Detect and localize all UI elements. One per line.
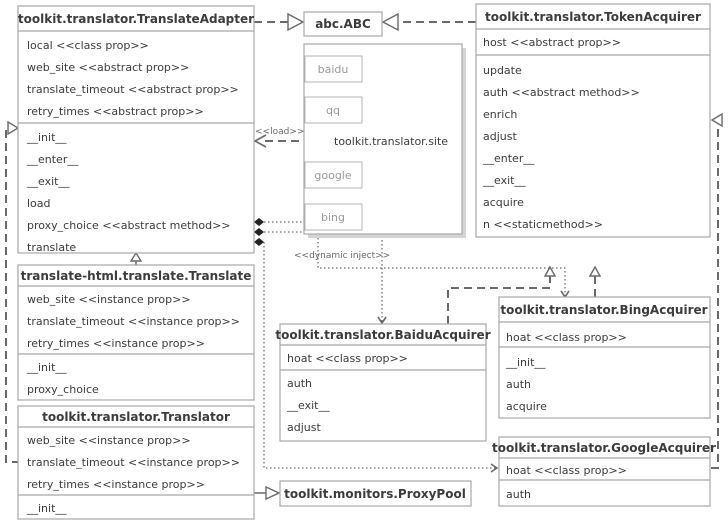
edge-inject-google [260, 241, 497, 469]
connectors: <<load>> <<dynamic inject>> [5, 12, 723, 501]
method-acquire: acquire [483, 196, 524, 209]
composition-diamond-1 [254, 218, 264, 226]
site-item-baidu-label: baidu [318, 63, 349, 76]
method-auth: auth [287, 377, 312, 390]
arrowhead-token-google [710, 112, 723, 128]
class-box [303, 11, 383, 37]
class-translator[interactable]: toolkit.translator.Translator web_site <… [17, 405, 255, 520]
class-box [279, 480, 472, 507]
method-auth: auth <<abstract method>> [483, 86, 640, 99]
site-item-qq[interactable] [304, 96, 363, 124]
arrowhead-token-bing [588, 265, 602, 277]
class-token-acquirer[interactable]: toolkit.translator.TokenAcquirer host <<… [475, 3, 711, 238]
arrowhead-proxypool [265, 485, 281, 501]
arrowhead-load [253, 134, 267, 148]
method-auth: auth [506, 488, 531, 501]
class-title: toolkit.translator.BaiduAcquirer [275, 328, 490, 342]
class-translate-html[interactable]: translate-html.translate.Translate web_s… [17, 264, 255, 401]
arrowhead-token-baidu [543, 265, 557, 277]
class-title: abc.ABC [315, 17, 371, 31]
class-proxy-pool[interactable]: toolkit.monitors.ProxyPool [279, 480, 472, 507]
method-auth: auth [506, 378, 531, 391]
site-item-google-label: google [314, 169, 351, 182]
class-abc[interactable]: abc.ABC [303, 11, 383, 37]
class-google-acquirer[interactable]: toolkit.translator.GoogleAcquirer hoat <… [492, 436, 716, 507]
prop-translate-timeout: translate_timeout <<instance prop>> [27, 456, 240, 469]
arrowhead-abc-right [381, 12, 399, 32]
method-init: __init__ [26, 502, 67, 515]
class-box [498, 296, 711, 419]
class-title: toolkit.monitors.ProxyPool [284, 487, 466, 501]
class-box [475, 3, 711, 238]
prop-hoat: hoat <<class prop>> [506, 331, 627, 344]
prop-web-site: web_site <<instance prop>> [27, 434, 191, 447]
class-box [17, 264, 255, 401]
method-adjust: adjust [287, 421, 321, 434]
method-enrich: enrich [483, 108, 517, 121]
class-title: toolkit.translator.Translator [42, 410, 230, 424]
method-proxy-choice: proxy_choice <<abstract method>> [27, 219, 231, 232]
class-title: toolkit.translator.TranslateAdapter [18, 12, 254, 26]
method-exit: __exit__ [286, 399, 330, 412]
class-baidu-acquirer[interactable]: toolkit.translator.BaiduAcquirer hoat <<… [275, 323, 491, 442]
prop-retry-times: retry_times <<abstract prop>> [27, 105, 204, 118]
class-translate-adapter[interactable]: toolkit.translator.TranslateAdapter loca… [17, 5, 255, 254]
method-proxy-choice: proxy_choice [27, 383, 99, 396]
site-item-google[interactable] [304, 161, 363, 189]
edge-baidu-token [447, 276, 551, 324]
method-update: update [483, 64, 522, 77]
site-item-qq-label: qq [326, 104, 340, 117]
module-site[interactable]: baidu qq toolkit.translator.site google … [303, 43, 466, 238]
class-title: toolkit.translator.GoogleAcquirer [492, 441, 716, 455]
prop-translate-timeout: translate_timeout <<instance prop>> [27, 315, 240, 328]
class-title: toolkit.translator.TokenAcquirer [485, 10, 701, 24]
arrowhead-translate-adapter [129, 251, 143, 262]
prop-web-site: web_site <<instance prop>> [27, 293, 191, 306]
class-title: toolkit.translator.BingAcquirer [500, 303, 707, 317]
method-init: __init__ [26, 361, 67, 374]
method-exit: __exit__ [26, 175, 70, 188]
method-load: load [27, 197, 51, 210]
class-box [17, 405, 255, 520]
prop-local: local <<class prop>> [27, 39, 149, 52]
edge-inject-baidu [260, 221, 383, 323]
load-label: <<load>> [255, 127, 304, 137]
method-init: __init__ [505, 356, 546, 369]
method-exit: __exit__ [482, 174, 526, 187]
method-n: n <<staticmethod>> [483, 218, 603, 231]
prop-translate-timeout: translate_timeout <<abstract prop>> [27, 83, 239, 96]
site-item-bing[interactable] [304, 203, 363, 231]
composition-diamond-2 [254, 228, 264, 236]
method-acquire: acquire [506, 400, 547, 413]
prop-hoat: hoat <<class prop>> [287, 352, 408, 365]
class-box [17, 5, 255, 254]
class-box [498, 436, 711, 507]
prop-web-site: web_site <<abstract prop>> [27, 61, 189, 74]
prop-retry-times: retry_times <<instance prop>> [27, 478, 205, 491]
site-label: toolkit.translator.site [334, 135, 448, 148]
prop-hoat: hoat <<class prop>> [506, 464, 627, 477]
class-title: translate-html.translate.Translate [21, 269, 252, 283]
site-item-baidu[interactable] [304, 55, 363, 83]
dynamic-inject-label: <<dynamic inject>> [294, 251, 390, 261]
class-bing-acquirer[interactable]: toolkit.translator.BingAcquirer hoat <<c… [498, 296, 711, 419]
arrowhead-abc-left [287, 12, 305, 32]
class-box [279, 323, 487, 442]
prop-host: host <<abstract prop>> [483, 36, 621, 49]
arrowhead-inject-baidu [377, 316, 387, 325]
method-init: __init__ [26, 131, 67, 144]
method-adjust: adjust [483, 130, 517, 143]
method-translate: translate [27, 241, 76, 254]
composition-diamond-3 [254, 238, 264, 246]
arrowhead-translator-adapter [7, 120, 20, 136]
method-enter: __enter__ [26, 153, 79, 166]
method-enter: __enter__ [482, 152, 535, 165]
arrowhead-inject-google [490, 463, 499, 473]
site-item-bing-label: bing [321, 211, 345, 224]
prop-retry-times: retry_times <<instance prop>> [27, 337, 205, 350]
